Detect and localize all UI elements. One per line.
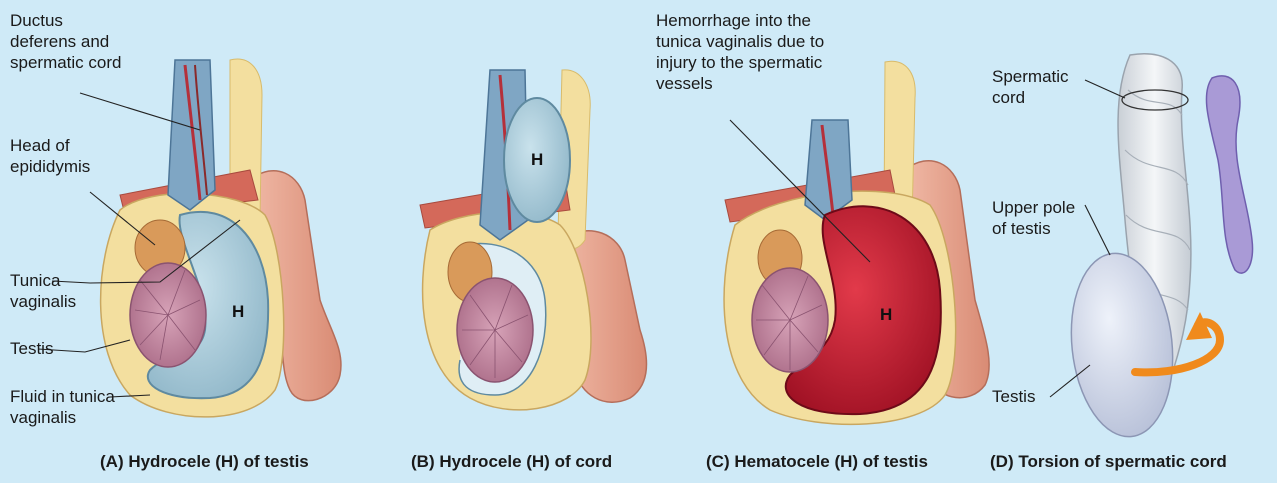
label-testis: Testis bbox=[10, 338, 53, 359]
label-fluid-in-tunica-vaginalis: Fluid in tunica vaginalis bbox=[10, 386, 115, 428]
label-line: vaginalis bbox=[10, 291, 76, 312]
label-line: Fluid in tunica bbox=[10, 386, 115, 407]
label-line: epididymis bbox=[10, 156, 90, 177]
label-line: vessels bbox=[656, 73, 824, 94]
label-line: Spermatic bbox=[992, 66, 1069, 87]
label-ductus-deferens: Ductus deferens and spermatic cord bbox=[10, 10, 121, 73]
label-spermatic-cord: Spermatic cord bbox=[992, 66, 1069, 108]
label-line: tunica vaginalis due to bbox=[656, 31, 824, 52]
label-line: vaginalis bbox=[10, 407, 115, 428]
ribbon-d bbox=[1206, 76, 1252, 273]
panel-d-illustration bbox=[1063, 54, 1253, 442]
panel-c-illustration bbox=[724, 61, 989, 424]
label-line: Upper pole bbox=[992, 197, 1075, 218]
label-testis-d: Testis bbox=[992, 386, 1035, 407]
label-hemorrhage: Hemorrhage into the tunica vaginalis due… bbox=[656, 10, 824, 94]
caption-b: (B) Hydrocele (H) of cord bbox=[411, 452, 612, 472]
label-line: injury to the spermatic bbox=[656, 52, 824, 73]
label-line: spermatic cord bbox=[10, 52, 121, 73]
caption-c: (C) Hematocele (H) of testis bbox=[706, 452, 928, 472]
label-line: Head of bbox=[10, 135, 90, 156]
caption-d: (D) Torsion of spermatic cord bbox=[990, 452, 1227, 472]
label-line: Tunica bbox=[10, 270, 76, 291]
label-line: Ductus bbox=[10, 10, 121, 31]
label-line: of testis bbox=[992, 218, 1075, 239]
label-tunica-vaginalis: Tunica vaginalis bbox=[10, 270, 76, 312]
label-line: deferens and bbox=[10, 31, 121, 52]
caption-a: (A) Hydrocele (H) of testis bbox=[100, 452, 309, 472]
label-line: Hemorrhage into the bbox=[656, 10, 824, 31]
label-upper-pole-of-testis: Upper pole of testis bbox=[992, 197, 1075, 239]
h-marker-b: H bbox=[531, 150, 543, 170]
panel-a-illustration bbox=[101, 59, 341, 417]
label-head-of-epididymis: Head of epididymis bbox=[10, 135, 90, 177]
panel-b-illustration bbox=[420, 70, 647, 410]
label-line: cord bbox=[992, 87, 1069, 108]
h-marker-c: H bbox=[880, 305, 892, 325]
h-marker-a: H bbox=[232, 302, 244, 322]
